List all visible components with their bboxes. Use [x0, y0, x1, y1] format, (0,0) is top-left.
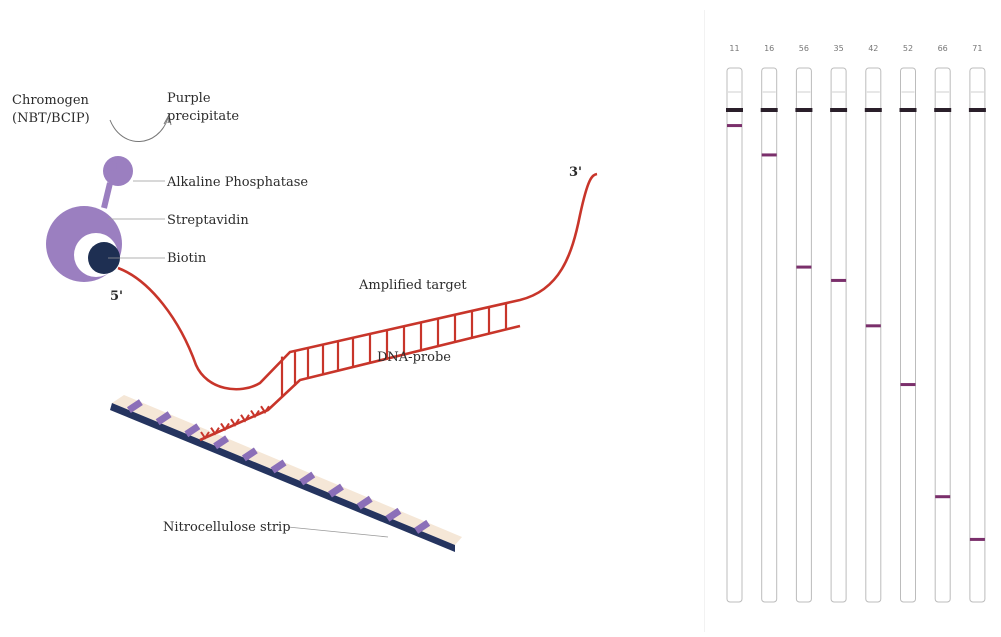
nitrocellulose-strip-label: Nitrocellulose strip: [163, 520, 291, 535]
test-strip: [727, 68, 742, 602]
reaction-arrow: [110, 118, 168, 142]
control-band: [830, 108, 847, 112]
hybridization-band: [727, 124, 742, 127]
lane-label: 71: [972, 44, 982, 53]
hybridization-band: [970, 538, 985, 541]
enzyme-knob: [107, 161, 117, 171]
strip-leader-line: [288, 527, 388, 537]
streptavidin-label: Streptavidin: [167, 213, 249, 228]
reverse-hybridization-diagram: Chromogen (NBT/BCIP) Purple precipitate …: [0, 0, 700, 637]
hybridization-band: [796, 266, 811, 269]
lane-label: 16: [764, 44, 774, 53]
control-band: [865, 108, 882, 112]
test-strip: [762, 68, 777, 602]
hybridization-band: [762, 153, 777, 156]
lane-label: 35: [834, 44, 844, 53]
test-strip: [796, 68, 811, 602]
purple-label: Purple: [167, 91, 211, 106]
test-strip: [831, 68, 846, 602]
hybridization-band: [935, 495, 950, 498]
hybridization-band: [866, 324, 881, 327]
dna-probe-strand: [200, 326, 520, 440]
linker: [104, 183, 110, 208]
biotin-label: Biotin: [167, 251, 207, 266]
hybridization-band: [831, 279, 846, 282]
lane-label: 66: [938, 44, 948, 53]
test-strip: [901, 68, 916, 602]
control-band: [795, 108, 812, 112]
lane-label: 11: [729, 44, 739, 53]
lane-label: 52: [903, 44, 913, 53]
test-strip: [866, 68, 881, 602]
control-band: [900, 108, 917, 112]
alkaline-phosphatase-label: Alkaline Phosphatase: [166, 175, 308, 190]
test-strip: [935, 68, 950, 602]
test-strip: [970, 68, 985, 602]
control-band: [969, 108, 986, 112]
control-band: [726, 108, 743, 112]
amplified-target-label: Amplified target: [358, 278, 467, 293]
lane-label: 42: [868, 44, 878, 53]
dna-probe-label: DNA-probe: [377, 350, 451, 365]
three-prime-label: 3': [569, 165, 582, 180]
nbt-bcip-label: (NBT/BCIP): [12, 111, 90, 126]
chromogen-label: Chromogen: [12, 93, 90, 108]
hybridization-band: [901, 383, 916, 386]
amplified-target-strand: [118, 174, 597, 389]
control-band: [761, 108, 778, 112]
lane-label: 56: [799, 44, 809, 53]
test-strips-panel: 11 16 56 35 42 52 66 71: [705, 10, 995, 632]
test-strips: 11 16 56 35 42 52 66 71: [705, 10, 995, 632]
five-prime-label: 5': [110, 289, 123, 304]
precipitate-label: precipitate: [167, 109, 239, 124]
alkaline-phosphatase-enzyme: [103, 156, 133, 186]
control-band: [934, 108, 951, 112]
